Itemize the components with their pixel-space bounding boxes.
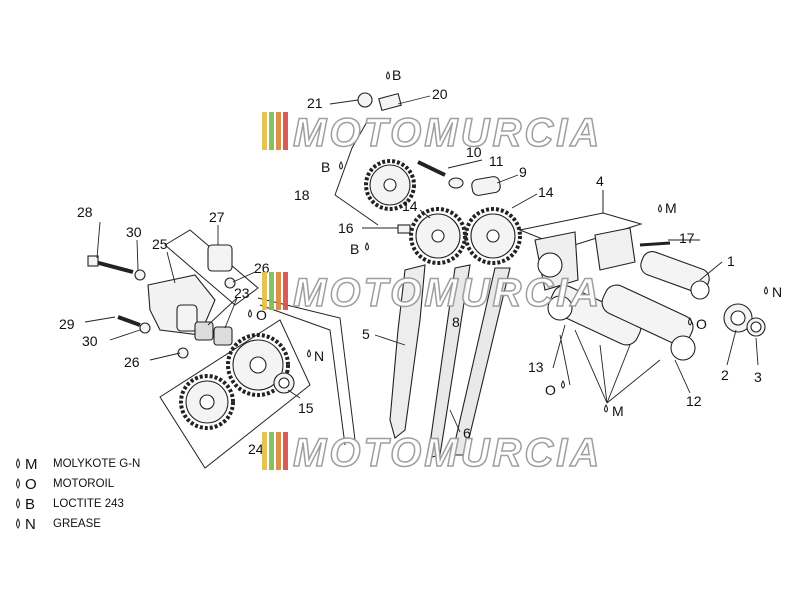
svg-text:B: B <box>321 159 330 175</box>
marker-m-cams: M <box>604 403 624 419</box>
callout-8: 8 <box>452 314 460 330</box>
callout-14-left: 14 <box>402 198 418 214</box>
callout-30-lower: 30 <box>82 333 98 349</box>
svg-text:B: B <box>350 241 359 257</box>
svg-text:B: B <box>392 67 401 83</box>
callout-17: 17 <box>679 230 695 246</box>
legend-row-grease: N GREASE <box>14 514 214 534</box>
legend-row-motoroil: O MOTOROIL <box>14 474 214 494</box>
legend-text: MOLYKOTE G-N <box>53 458 141 470</box>
callout-10: 10 <box>466 144 482 160</box>
watermark-stripe <box>276 112 281 150</box>
gear-24-large <box>226 333 290 397</box>
oil-drop-icon <box>307 349 311 358</box>
oil-drop-icon <box>658 204 662 213</box>
marker-o-2: O <box>688 316 707 332</box>
lubricant-legend: M MOLYKOTE G-N O MOTOROIL B LOCTITE 243 … <box>14 454 214 534</box>
svg-text:MOTOMURCIA: MOTOMURCIA <box>293 111 602 155</box>
watermark-stripe <box>262 112 267 150</box>
callout-14-right: 14 <box>538 184 554 200</box>
watermark-bottom: MOTOMURCIA <box>262 430 602 476</box>
legend-code: B <box>25 495 36 513</box>
legend-code: N <box>25 515 36 533</box>
svg-text:N: N <box>772 284 782 300</box>
marker-o-23: O <box>248 307 267 323</box>
legend-row-molykote: M MOLYKOTE G-N <box>14 454 214 474</box>
oil-drop-icon <box>16 498 20 509</box>
svg-text:MOTOMURCIA: MOTOMURCIA <box>293 271 602 315</box>
callout-11: 11 <box>489 153 504 169</box>
oil-drop-icon <box>248 309 252 318</box>
legend-code: O <box>25 475 37 493</box>
oil-drop-icon <box>386 71 390 80</box>
marker-b-18: B <box>321 159 343 175</box>
sprocket-18 <box>364 159 416 211</box>
marker-m-housing: M <box>658 200 677 216</box>
oil-drop-icon <box>365 242 369 251</box>
oil-drop-icon <box>16 478 20 489</box>
callout-21: 21 <box>307 95 323 111</box>
watermark-middle: MOTOMURCIA <box>262 270 602 316</box>
oil-drop-icon <box>16 518 20 529</box>
gear-24-small <box>179 374 235 430</box>
callout-27: 27 <box>209 209 225 225</box>
svg-text:MOTOMURCIA: MOTOMURCIA <box>293 431 602 475</box>
svg-text:N: N <box>314 348 324 364</box>
callout-15: 15 <box>298 400 314 416</box>
callout-30-upper: 30 <box>126 224 142 240</box>
watermark-stripe <box>269 112 274 150</box>
oil-drop-icon <box>764 286 768 295</box>
sprocket-14-right <box>464 207 522 265</box>
watermark-group: MOTOMURCIA MOTOMURCIA MOTOMURCIA <box>262 110 602 476</box>
callout-12: 12 <box>686 393 702 409</box>
marker-o-13: O <box>545 380 565 398</box>
callout-25: 25 <box>152 236 168 252</box>
legend-text: MOTOROIL <box>53 478 115 490</box>
callout-28: 28 <box>77 204 93 220</box>
marker-n-15: N <box>307 348 324 364</box>
oil-drop-icon <box>688 317 692 326</box>
watermark-top: MOTOMURCIA <box>262 110 602 156</box>
callout-16: 16 <box>338 220 354 236</box>
callout-6: 6 <box>463 425 471 441</box>
callout-3: 3 <box>754 369 762 385</box>
callout-26-upper: 26 <box>254 260 270 276</box>
callout-20: 20 <box>432 86 448 102</box>
callout-29: 29 <box>59 316 75 332</box>
svg-text:O: O <box>256 307 267 323</box>
leader-lines <box>84 95 759 433</box>
oil-drop-icon <box>339 161 343 170</box>
oil-drop-icon <box>561 380 565 389</box>
callout-2: 2 <box>721 367 729 383</box>
watermark-stripe <box>283 112 288 150</box>
callout-4: 4 <box>596 173 604 189</box>
svg-text:O: O <box>696 316 707 332</box>
legend-code: M <box>25 455 38 473</box>
callout-18: 18 <box>294 187 310 203</box>
callout-5: 5 <box>362 326 370 342</box>
svg-text:O: O <box>545 382 556 398</box>
callout-24: 24 <box>248 441 264 457</box>
legend-text: LOCTITE 243 <box>53 498 124 510</box>
oil-drop-icon <box>16 458 20 469</box>
svg-text:M: M <box>612 403 624 419</box>
callout-1: 1 <box>727 253 735 269</box>
parts <box>87 92 766 459</box>
svg-text:M: M <box>665 200 677 216</box>
callout-13: 13 <box>528 359 544 375</box>
legend-text: GREASE <box>53 518 101 530</box>
callout-26-lower: 26 <box>124 354 140 370</box>
marker-b-top: B <box>386 67 401 83</box>
marker-n-3: N <box>764 284 782 300</box>
callout-9: 9 <box>519 164 527 180</box>
marker-b-16: B <box>350 241 369 257</box>
lubricant-markers: B B B M M N N O O O <box>248 67 782 419</box>
legend-row-loctite: B LOCTITE 243 <box>14 494 214 514</box>
callout-23: 23 <box>234 285 250 301</box>
oil-drop-icon <box>604 404 608 413</box>
callout-labels: 1 2 3 4 5 6 8 9 10 11 12 13 14 14 15 16 … <box>59 86 762 457</box>
sprocket-14-left <box>409 207 467 265</box>
